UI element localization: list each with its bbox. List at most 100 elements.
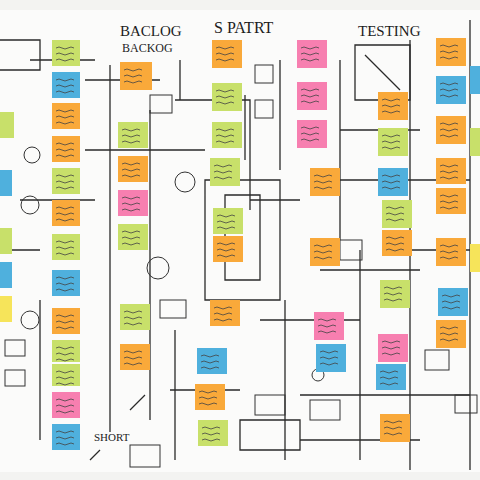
note-scribble (440, 195, 458, 209)
sticky-note (436, 116, 466, 144)
sticky-note (380, 414, 410, 442)
note-scribble (440, 45, 458, 59)
sticky-note (210, 158, 240, 186)
note-scribble (124, 351, 142, 365)
note-scribble (386, 237, 404, 251)
sticky-note (198, 420, 228, 446)
note-scribble (56, 110, 74, 124)
sticky-note (297, 40, 327, 68)
note-scribble (382, 175, 400, 189)
board-heading: BACKOG (120, 42, 175, 54)
note-scribble (440, 165, 458, 179)
sticky-note (52, 40, 80, 66)
note-scribble (56, 371, 74, 385)
note-scribble (216, 90, 234, 104)
sticky-note (316, 344, 346, 372)
note-scribble (217, 243, 235, 257)
sticky-note (52, 200, 80, 226)
sticky-note (0, 170, 12, 196)
note-scribble (380, 371, 398, 385)
note-scribble (320, 351, 338, 365)
sticky-note (212, 122, 242, 148)
sticky-note (213, 208, 243, 234)
note-scribble (56, 241, 74, 255)
note-scribble (314, 175, 332, 189)
note-scribble (440, 83, 458, 97)
sticky-note (376, 364, 406, 390)
note-scribble (217, 215, 235, 229)
sticky-note (52, 424, 80, 450)
note-scribble (56, 399, 74, 413)
sticky-note (212, 40, 242, 68)
sticky-note (382, 200, 412, 228)
sticky-note (436, 158, 466, 184)
sticky-note (210, 300, 240, 326)
sticky-note (310, 238, 340, 266)
note-scribble (382, 135, 400, 149)
note-scribble (122, 163, 140, 177)
note-scribble (318, 319, 336, 333)
sticky-note (436, 238, 466, 266)
sticky-note (378, 128, 408, 156)
note-scribble (384, 421, 402, 435)
note-scribble (440, 245, 458, 259)
sticky-note (52, 234, 80, 260)
note-scribble (301, 47, 319, 61)
note-scribble (216, 47, 234, 61)
note-scribble (314, 245, 332, 259)
sticky-note (118, 224, 148, 250)
board-heading: BACLOG (118, 24, 184, 39)
sticky-note (436, 76, 466, 104)
sticky-note (120, 62, 152, 90)
note-scribble (199, 391, 217, 405)
sticky-note (310, 168, 340, 196)
sticky-note (380, 280, 410, 308)
sticky-note (52, 340, 80, 362)
note-scribble (124, 311, 142, 325)
note-scribble (301, 89, 319, 103)
sticky-note (378, 168, 408, 196)
note-scribble (214, 165, 232, 179)
note-scribble (382, 99, 400, 113)
sticky-note (436, 38, 466, 66)
note-scribble (124, 69, 142, 83)
board-heading: TESTING (356, 24, 423, 39)
board-heading: S PATRT (212, 20, 275, 36)
sticky-note (0, 262, 12, 288)
sticky-note (0, 296, 12, 322)
note-scribble (122, 129, 140, 143)
note-scribble (301, 127, 319, 141)
note-scribble (56, 47, 74, 61)
sticky-note (213, 236, 243, 262)
note-scribble (56, 207, 74, 221)
board-heading: SHORT (92, 432, 131, 443)
sticky-note (120, 344, 150, 370)
sticky-note (0, 112, 14, 138)
sticky-note (0, 228, 12, 254)
sticky-note (378, 92, 408, 120)
sticky-note (52, 103, 80, 129)
note-scribble (216, 129, 234, 143)
sticky-note (52, 392, 80, 418)
note-scribble (56, 143, 74, 157)
sticky-note (120, 304, 150, 330)
note-scribble (201, 355, 219, 369)
note-scribble (56, 347, 74, 361)
note-scribble (382, 341, 400, 355)
sticky-note (297, 120, 327, 148)
note-scribble (440, 123, 458, 137)
sticky-note (378, 334, 408, 362)
sticky-note (470, 244, 480, 272)
sticky-note (382, 230, 412, 256)
sticky-note (212, 83, 242, 111)
sticky-note (52, 270, 80, 296)
note-scribble (56, 277, 74, 291)
sticky-note (197, 348, 227, 374)
sticky-note (52, 308, 80, 334)
sticky-note (118, 122, 148, 148)
note-scribble (122, 197, 140, 211)
sticky-note (52, 136, 80, 162)
sticky-note (52, 168, 80, 194)
note-scribble (122, 231, 140, 245)
